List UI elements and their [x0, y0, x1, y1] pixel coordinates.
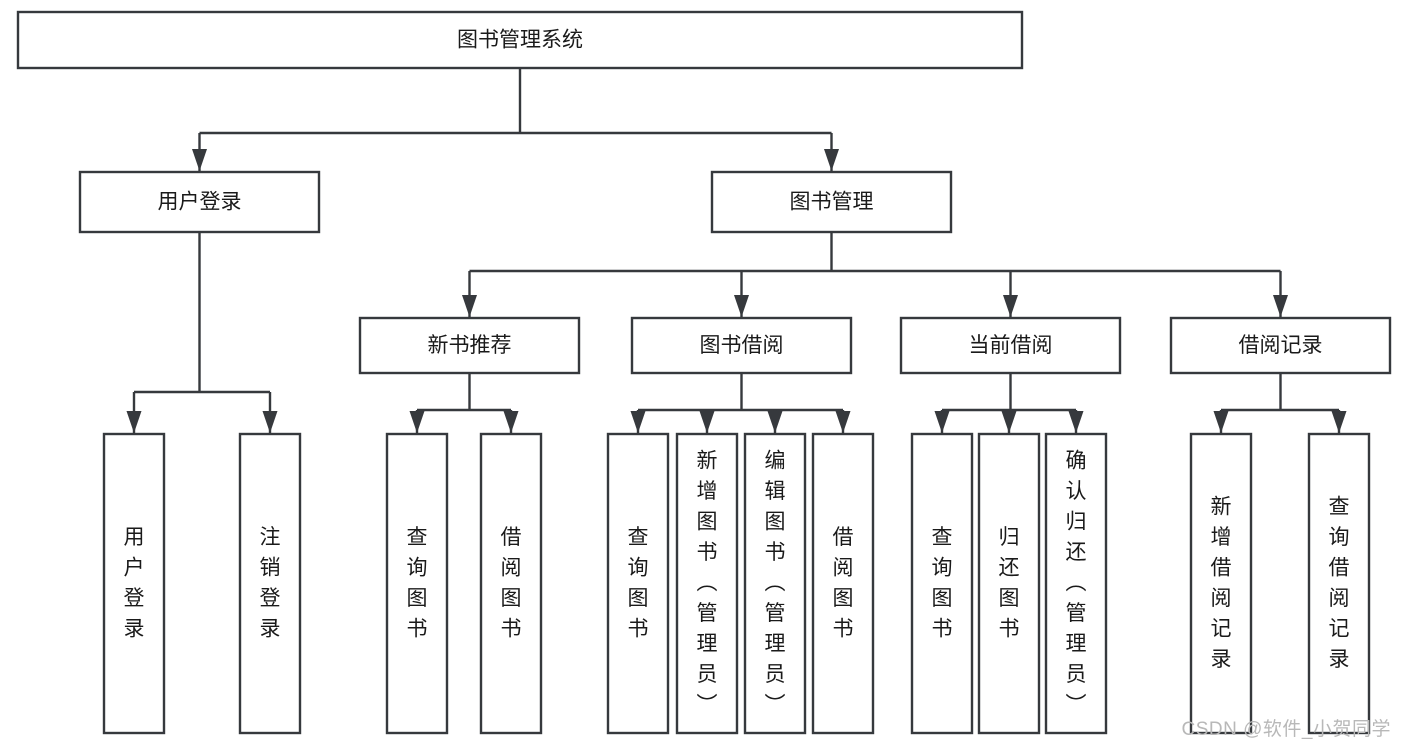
node-label: 确认归还︵管理员︶ — [1066, 450, 1087, 717]
node-box — [977, 432, 1041, 735]
node-box — [358, 316, 581, 375]
node-box — [16, 10, 1024, 70]
node-label: 用户登录 — [158, 191, 242, 214]
node-label: 借阅图书 — [501, 526, 522, 641]
node-box — [1307, 432, 1371, 735]
node-box — [238, 432, 302, 735]
node-label: 查询图书 — [932, 526, 953, 641]
node-label: 新增借阅记录 — [1211, 495, 1232, 671]
node-leaf-return-book[interactable]: 归还图书 — [977, 432, 1041, 735]
node-current-borrow[interactable]: 当前借阅 — [899, 316, 1122, 375]
node-borrow-record[interactable]: 借阅记录 — [1169, 316, 1392, 375]
node-label: 注销登录 — [260, 526, 281, 641]
node-box — [78, 170, 321, 234]
node-leaf-query-book-1[interactable]: 查询图书 — [385, 432, 449, 735]
node-leaf-query-record[interactable]: 查询借阅记录 — [1307, 432, 1371, 735]
node-leaf-edit-book[interactable]: 编辑图书︵管理员︶ — [743, 432, 807, 735]
node-leaf-add-record[interactable]: 新增借阅记录 — [1189, 432, 1253, 735]
node-leaf-user-logout[interactable]: 注销登录 — [238, 432, 302, 735]
node-user-login[interactable]: 用户登录 — [78, 170, 321, 234]
node-box — [1169, 316, 1392, 375]
node-box — [102, 432, 166, 735]
node-label: 查询图书 — [628, 526, 649, 641]
node-root[interactable]: 图书管理系统 — [16, 10, 1024, 70]
node-leaf-add-book[interactable]: 新增图书︵管理员︶ — [675, 432, 739, 735]
node-label: 图书管理系统 — [457, 29, 583, 52]
node-box — [899, 316, 1122, 375]
node-box — [910, 432, 974, 735]
node-box — [743, 432, 807, 735]
node-label: 借阅图书 — [833, 526, 854, 641]
node-box — [710, 170, 953, 234]
nodes-layer: 图书管理系统用户登录图书管理新书推荐图书借阅当前借阅借阅记录用户登录注销登录查询… — [16, 10, 1392, 735]
node-box — [811, 432, 875, 735]
node-box — [1189, 432, 1253, 735]
node-leaf-confirm-return[interactable]: 确认归还︵管理员︶ — [1044, 432, 1108, 735]
node-label: 图书借阅 — [700, 334, 784, 357]
node-label: 新书推荐 — [428, 334, 512, 357]
node-box — [385, 432, 449, 735]
node-label: 查询图书 — [407, 526, 428, 641]
node-box — [675, 432, 739, 735]
node-book-management[interactable]: 图书管理 — [710, 170, 953, 234]
node-leaf-borrow-book-2[interactable]: 借阅图书 — [811, 432, 875, 735]
node-label: 新增图书︵管理员︶ — [697, 450, 718, 717]
node-leaf-user-login[interactable]: 用户登录 — [102, 432, 166, 735]
node-new-book-recommend[interactable]: 新书推荐 — [358, 316, 581, 375]
node-box — [606, 432, 670, 735]
node-label: 当前借阅 — [969, 334, 1053, 357]
node-box — [479, 432, 543, 735]
node-label: 查询借阅记录 — [1329, 495, 1350, 671]
node-box — [630, 316, 853, 375]
node-book-borrow[interactable]: 图书借阅 — [630, 316, 853, 375]
node-leaf-borrow-book-1[interactable]: 借阅图书 — [479, 432, 543, 735]
node-leaf-query-book-2[interactable]: 查询图书 — [606, 432, 670, 735]
node-label: 用户登录 — [124, 526, 145, 641]
node-label: 借阅记录 — [1239, 334, 1323, 357]
node-label: 归还图书 — [999, 526, 1020, 641]
connectors-layer — [126, 68, 1347, 433]
node-box — [1044, 432, 1108, 735]
node-label: 编辑图书︵管理员︶ — [765, 450, 786, 717]
node-leaf-query-book-3[interactable]: 查询图书 — [910, 432, 974, 735]
node-label: 图书管理 — [790, 191, 874, 214]
